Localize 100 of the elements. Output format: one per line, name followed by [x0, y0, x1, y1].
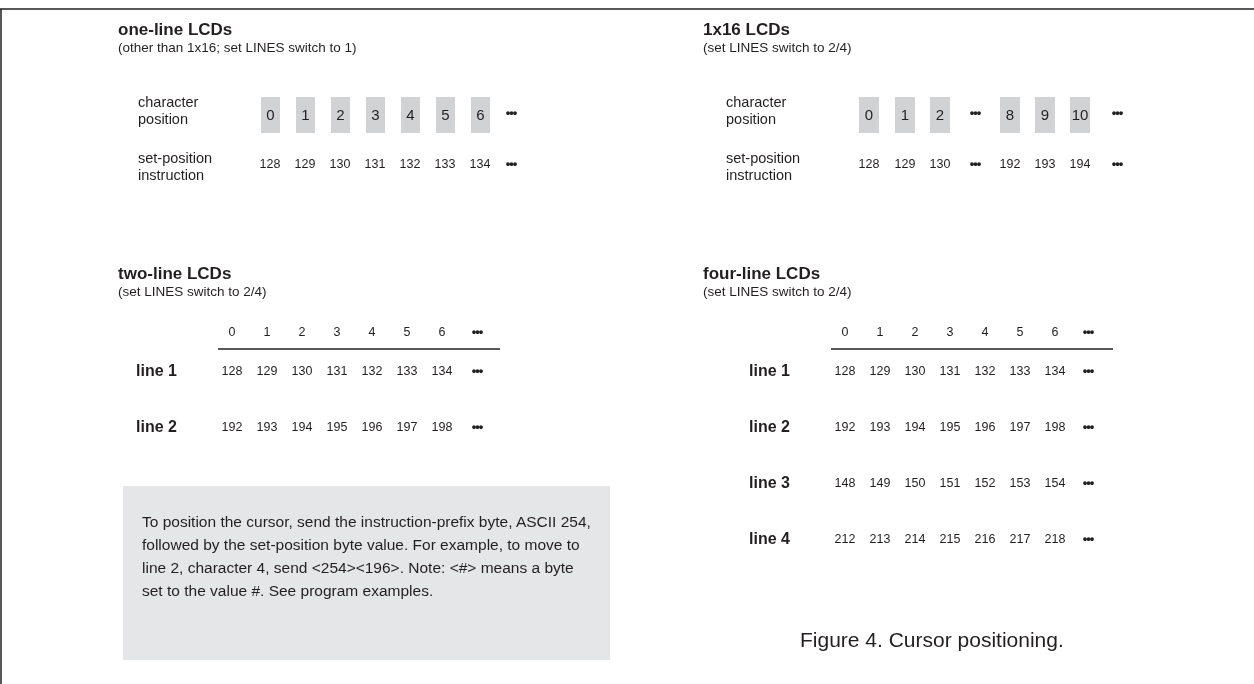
byte-value: 192: [220, 420, 244, 435]
byte-value: 194: [903, 420, 927, 435]
section-heading: one-line LCDs: [118, 20, 233, 40]
row-label: character position: [138, 94, 200, 128]
byte-value: 130: [928, 157, 952, 172]
note-box: To position the cursor, send the instruction-prefix byte, ASCII 254, followed by the set-position byte value. For example, to move to line 2, character 4, send <254><196>. Note: <#> means a byte set to the value #. See program examples.: [123, 486, 610, 660]
byte-value: 217: [1008, 532, 1032, 547]
byte-value: 195: [325, 420, 349, 435]
column-number: 6: [1050, 325, 1060, 340]
byte-value: 193: [255, 420, 279, 435]
byte-value: 218: [1043, 532, 1067, 547]
byte-value: 197: [1008, 420, 1032, 435]
row-label: character position: [726, 94, 788, 128]
section-subheading: (set LINES switch to 2/4): [703, 284, 852, 300]
ellipsis: •••: [470, 364, 484, 379]
ellipsis: •••: [968, 157, 982, 172]
column-number: 4: [980, 325, 990, 340]
byte-value: 129: [893, 157, 917, 172]
byte-value: 131: [325, 364, 349, 379]
column-number: 5: [402, 325, 412, 340]
section-subheading: (other than 1x16; set LINES switch to 1): [118, 40, 357, 56]
byte-value: 133: [1008, 364, 1032, 379]
row-label: line 4: [749, 530, 790, 549]
position-cell: 0: [859, 97, 879, 133]
position-cell: 6: [471, 97, 490, 133]
byte-value: 130: [290, 364, 314, 379]
column-number: 1: [875, 325, 885, 340]
section-heading: 1x16 LCDs: [703, 20, 790, 40]
row-label: line 1: [749, 362, 790, 381]
byte-value: 194: [1068, 157, 1092, 172]
byte-value: 195: [938, 420, 962, 435]
ellipsis: •••: [1110, 106, 1124, 121]
byte-value: 196: [973, 420, 997, 435]
byte-value: 132: [398, 157, 422, 172]
position-cell: 1: [296, 97, 315, 133]
position-cell: 3: [366, 97, 385, 133]
row-label: line 2: [136, 418, 177, 437]
byte-value: 192: [998, 157, 1022, 172]
column-number: 0: [840, 325, 850, 340]
byte-value: 128: [258, 157, 282, 172]
byte-value: 154: [1043, 476, 1067, 491]
byte-value: 130: [903, 364, 927, 379]
byte-value: 193: [868, 420, 892, 435]
byte-value: 128: [857, 157, 881, 172]
position-cell: 5: [436, 97, 455, 133]
byte-value: 213: [868, 532, 892, 547]
byte-value: 132: [360, 364, 384, 379]
byte-value: 134: [468, 157, 492, 172]
byte-value: 133: [433, 157, 457, 172]
section-heading: four-line LCDs: [703, 264, 821, 284]
figure-caption: Figure 4. Cursor positioning.: [800, 628, 1064, 653]
byte-value: 150: [903, 476, 927, 491]
ellipsis: •••: [504, 157, 518, 172]
byte-value: 129: [868, 364, 892, 379]
column-number: 3: [332, 325, 342, 340]
row-label: set-position instruction: [726, 150, 802, 184]
column-number: 1: [262, 325, 272, 340]
ellipsis: •••: [1081, 364, 1095, 379]
position-cell: 0: [261, 97, 280, 133]
byte-value: 149: [868, 476, 892, 491]
byte-value: 193: [1033, 157, 1057, 172]
position-cell: 10: [1070, 97, 1090, 133]
byte-value: 151: [938, 476, 962, 491]
byte-value: 212: [833, 532, 857, 547]
section-subheading: (set LINES switch to 2/4): [703, 40, 852, 56]
position-cell: 8: [1000, 97, 1020, 133]
byte-value: 128: [220, 364, 244, 379]
ellipsis: •••: [1081, 532, 1095, 547]
byte-value: 197: [395, 420, 419, 435]
byte-value: 129: [293, 157, 317, 172]
ellipsis: •••: [470, 325, 484, 340]
ellipsis: •••: [968, 106, 982, 121]
row-label: line 2: [749, 418, 790, 437]
ellipsis: •••: [470, 420, 484, 435]
section-subheading: (set LINES switch to 2/4): [118, 284, 267, 300]
byte-value: 130: [328, 157, 352, 172]
position-cell: 4: [401, 97, 420, 133]
byte-value: 131: [938, 364, 962, 379]
column-number: 2: [910, 325, 920, 340]
byte-value: 148: [833, 476, 857, 491]
ellipsis: •••: [1110, 157, 1124, 172]
column-number: 5: [1015, 325, 1025, 340]
byte-value: 133: [395, 364, 419, 379]
byte-value: 196: [360, 420, 384, 435]
byte-value: 215: [938, 532, 962, 547]
ellipsis: •••: [1081, 476, 1095, 491]
column-number: 2: [297, 325, 307, 340]
row-label: set-position instruction: [138, 150, 214, 184]
byte-value: 152: [973, 476, 997, 491]
byte-value: 198: [1043, 420, 1067, 435]
column-number: 4: [367, 325, 377, 340]
position-cell: 2: [331, 97, 350, 133]
byte-value: 129: [255, 364, 279, 379]
byte-value: 134: [1043, 364, 1067, 379]
byte-value: 153: [1008, 476, 1032, 491]
position-cell: 9: [1035, 97, 1055, 133]
byte-value: 194: [290, 420, 314, 435]
column-number: 3: [945, 325, 955, 340]
ellipsis: •••: [1081, 325, 1095, 340]
byte-value: 192: [833, 420, 857, 435]
